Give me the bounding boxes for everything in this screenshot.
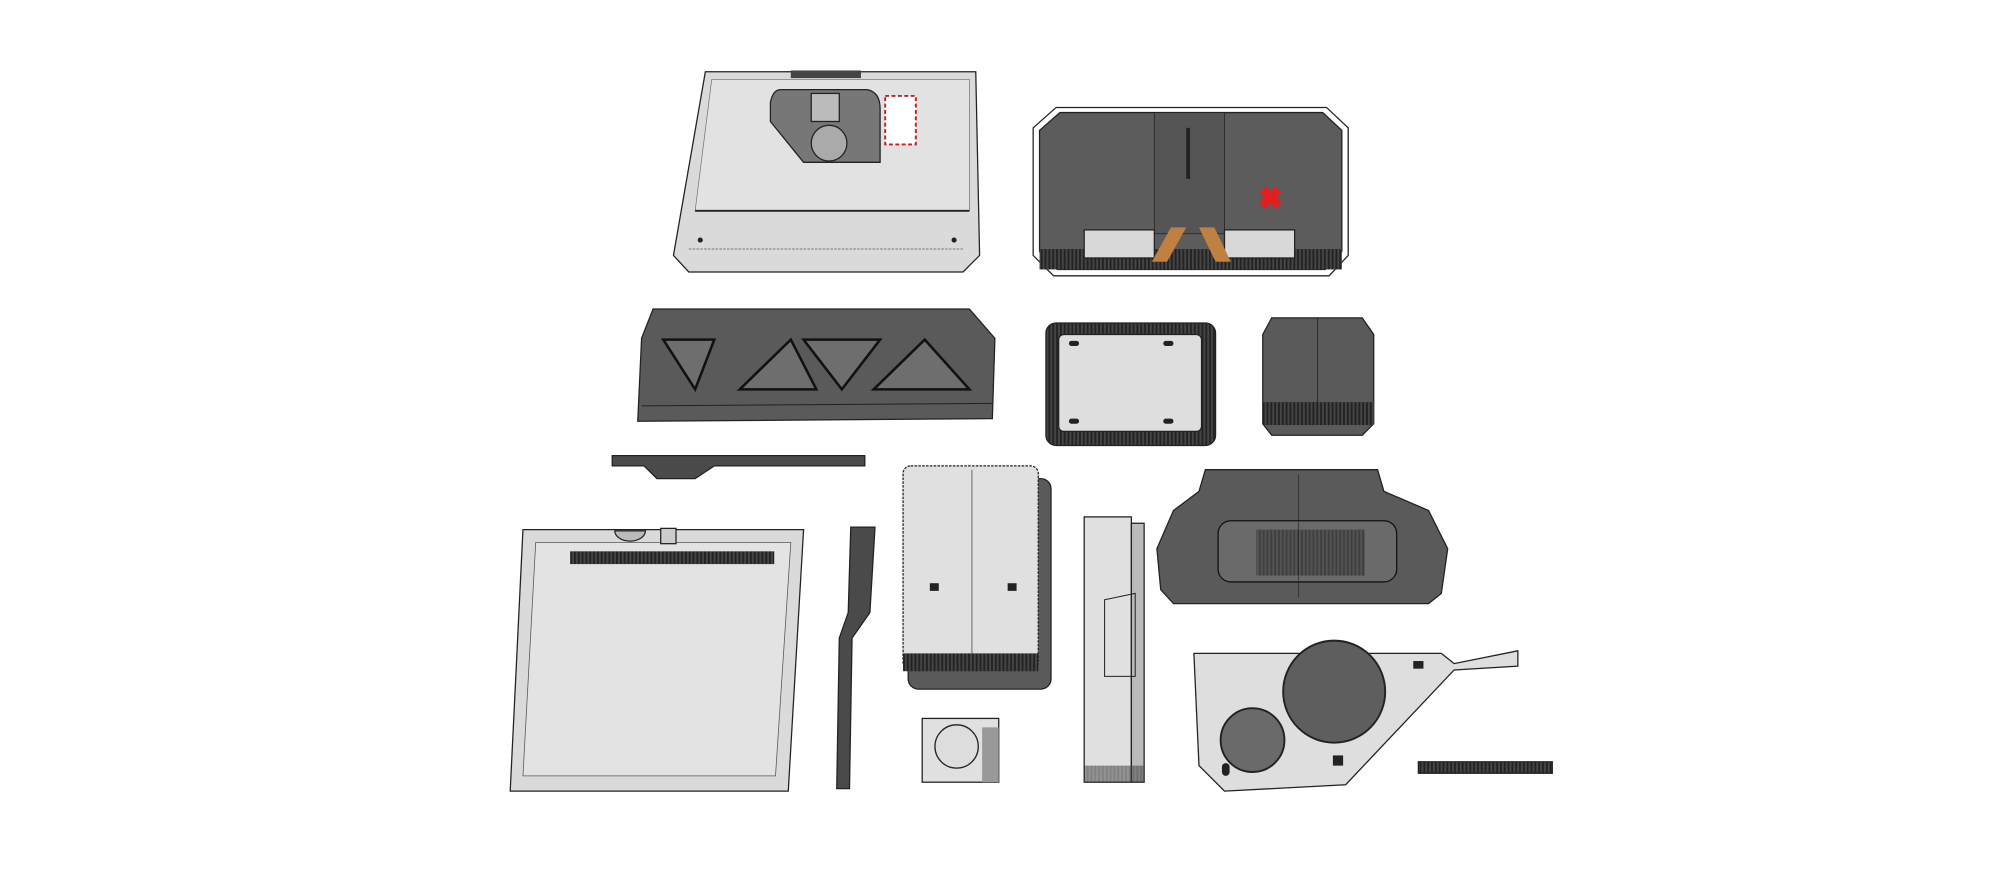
small-tray [1045,322,1217,447]
thin-dark-bar [611,455,866,480]
roller-mount [1156,469,1449,605]
speaker-side-panel [1193,639,1519,792]
narrow-bar [1083,516,1145,783]
small-dark-rail [1417,761,1553,774]
red-cross-marker [1258,186,1283,209]
base-plate-dark [1032,106,1349,277]
dark-strip [836,526,876,790]
cube-block [1262,317,1375,436]
top-cover-panel [672,70,981,273]
tall-tray [902,465,1052,690]
truss-side-panel [637,308,996,422]
small-bracket [921,717,1000,783]
flat-plate [509,527,805,792]
